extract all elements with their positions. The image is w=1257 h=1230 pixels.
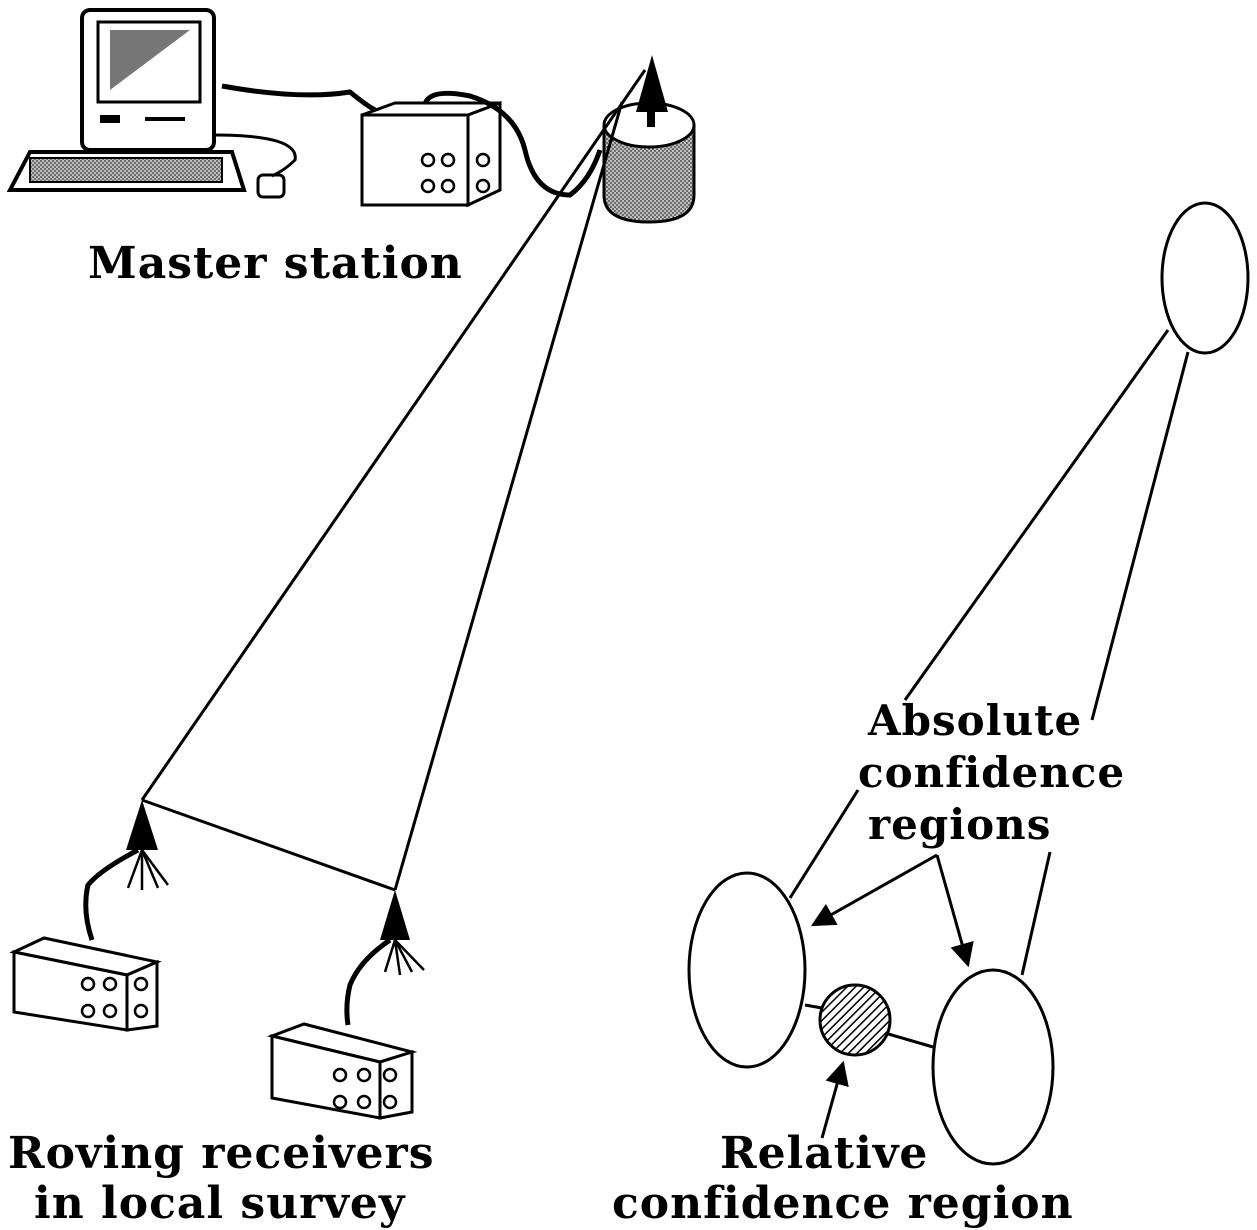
absolute-region-right [931, 968, 1055, 1166]
master-receiver-box-icon [360, 90, 603, 208]
confidence-regions [687, 201, 1250, 1166]
relative-region [818, 983, 892, 1057]
roving-receivers-label-2: in local survey [34, 1178, 406, 1229]
absolute-confidence-label-2: confidence [858, 748, 1126, 797]
desktop-computer-icon [6, 8, 381, 199]
absolute-region-master [1160, 201, 1250, 355]
absolute-confidence-label-3: regions [868, 800, 1052, 849]
baseline-lines [140, 69, 647, 892]
rover-receiver-box-icon [266, 1022, 418, 1120]
absolute-confidence-label-1: Absolute [868, 696, 1083, 745]
rover-antenna-icon [83, 800, 170, 941]
annotation-arrows [810, 853, 974, 1139]
roving-receivers-label-1: Roving receivers [8, 1128, 435, 1179]
master-station-label: Master station [88, 238, 463, 289]
relative-confidence-label-2: confidence region [612, 1178, 1074, 1229]
absolute-region-left [687, 871, 807, 1069]
master-antenna-icon [602, 55, 696, 224]
rover-antenna-icon [344, 890, 425, 1026]
relative-confidence-label-1: Relative [720, 1128, 929, 1179]
rover-receiver-box-icon [9, 936, 162, 1032]
